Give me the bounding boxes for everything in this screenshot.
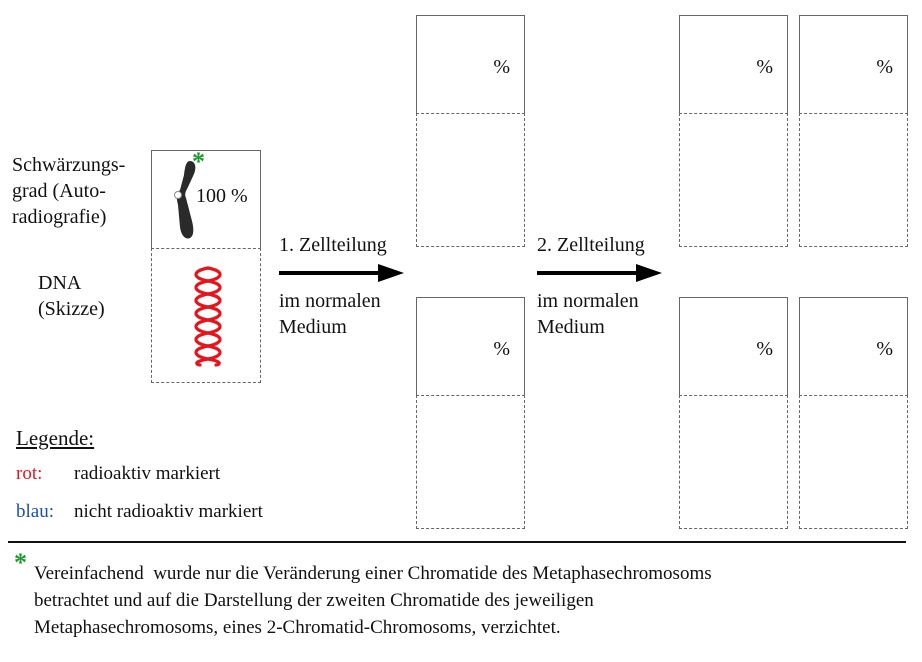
gen2-a-percent: % bbox=[756, 56, 773, 78]
gen2-c-percent: % bbox=[756, 338, 773, 360]
gen2-c-autoradiography-box: % bbox=[679, 297, 788, 395]
gen2-b-autoradiography-box: % bbox=[799, 15, 908, 113]
gen2-b-percent: % bbox=[876, 56, 893, 78]
gen2-b-dna-box bbox=[799, 113, 908, 247]
blackening-label-line-3: radiografie) bbox=[12, 206, 107, 228]
dna-label: DNA (Skizze) bbox=[38, 270, 105, 322]
legend-blue-text: nicht radioaktiv markiert bbox=[74, 501, 263, 522]
start-autoradiography-box: * 100 % bbox=[151, 147, 261, 248]
start-percent: 100 % bbox=[196, 185, 248, 207]
gen1-bottom-dna-box bbox=[416, 395, 525, 529]
footnote-line-1: Vereinfachend wurde nur die Veränderung … bbox=[34, 563, 712, 584]
gen1-top-autoradiography-box: % bbox=[416, 15, 525, 113]
step1-title: 1. Zellteilung bbox=[279, 234, 387, 256]
gen2-d-percent: % bbox=[876, 338, 893, 360]
step2-subtitle-line-2: Medium bbox=[537, 316, 605, 338]
step1-subtitle: im normalen Medium bbox=[279, 288, 381, 340]
step2-title: 2. Zellteilung bbox=[537, 234, 645, 256]
step1-arrow-line bbox=[279, 271, 381, 275]
footnote-text: Vereinfachend wurde nur die Veränderung … bbox=[34, 560, 712, 641]
step1-arrow-head bbox=[378, 264, 404, 282]
blackening-label-line-2: grad (Auto- bbox=[12, 180, 106, 202]
gen1-top-dna-box bbox=[416, 113, 525, 247]
gen1-top-percent: % bbox=[493, 56, 510, 78]
legend-blue-key: blau: bbox=[16, 501, 54, 522]
gen2-d-autoradiography-box: % bbox=[799, 297, 908, 395]
gen1-bottom-autoradiography-box: % bbox=[416, 297, 525, 395]
footnote-divider bbox=[8, 541, 906, 543]
gen2-a-autoradiography-box: % bbox=[679, 15, 788, 113]
gen2-d-dna-box bbox=[799, 395, 908, 529]
step2-arrow-line bbox=[537, 271, 639, 275]
footnote-asterisk-marker: * bbox=[192, 147, 205, 176]
gen1-bottom-percent: % bbox=[493, 338, 510, 360]
legend-title: Legende: bbox=[16, 426, 95, 450]
start-dna-box bbox=[151, 248, 261, 383]
dna-label-line-1: DNA bbox=[38, 272, 82, 294]
chromatid-icon bbox=[174, 161, 196, 239]
dna-label-line-2: (Skizze) bbox=[38, 298, 105, 320]
step1-subtitle-line-2: Medium bbox=[279, 316, 347, 338]
legend-red-key: rot: bbox=[16, 463, 43, 484]
step2-subtitle-line-1: im normalen bbox=[537, 290, 639, 312]
gen2-c-dna-box bbox=[679, 395, 788, 529]
footnote-asterisk: * bbox=[14, 548, 27, 577]
blackening-label-line-1: Schwärzungs- bbox=[12, 154, 126, 176]
step2-subtitle: im normalen Medium bbox=[537, 288, 639, 340]
gen2-a-dna-box bbox=[679, 113, 788, 247]
legend-red-text: radioaktiv markiert bbox=[74, 463, 221, 484]
dna-helix-icon bbox=[194, 266, 222, 367]
footnote-line-2: betrachtet und auf die Darstellung der z… bbox=[34, 590, 594, 611]
footnote-line-3: Metaphasechromosoms, eines 2-Chromatid-C… bbox=[34, 617, 561, 638]
step1-subtitle-line-1: im normalen bbox=[279, 290, 381, 312]
step2-arrow-head bbox=[636, 264, 662, 282]
blackening-label: Schwärzungs- grad (Auto- radiografie) bbox=[12, 152, 125, 230]
